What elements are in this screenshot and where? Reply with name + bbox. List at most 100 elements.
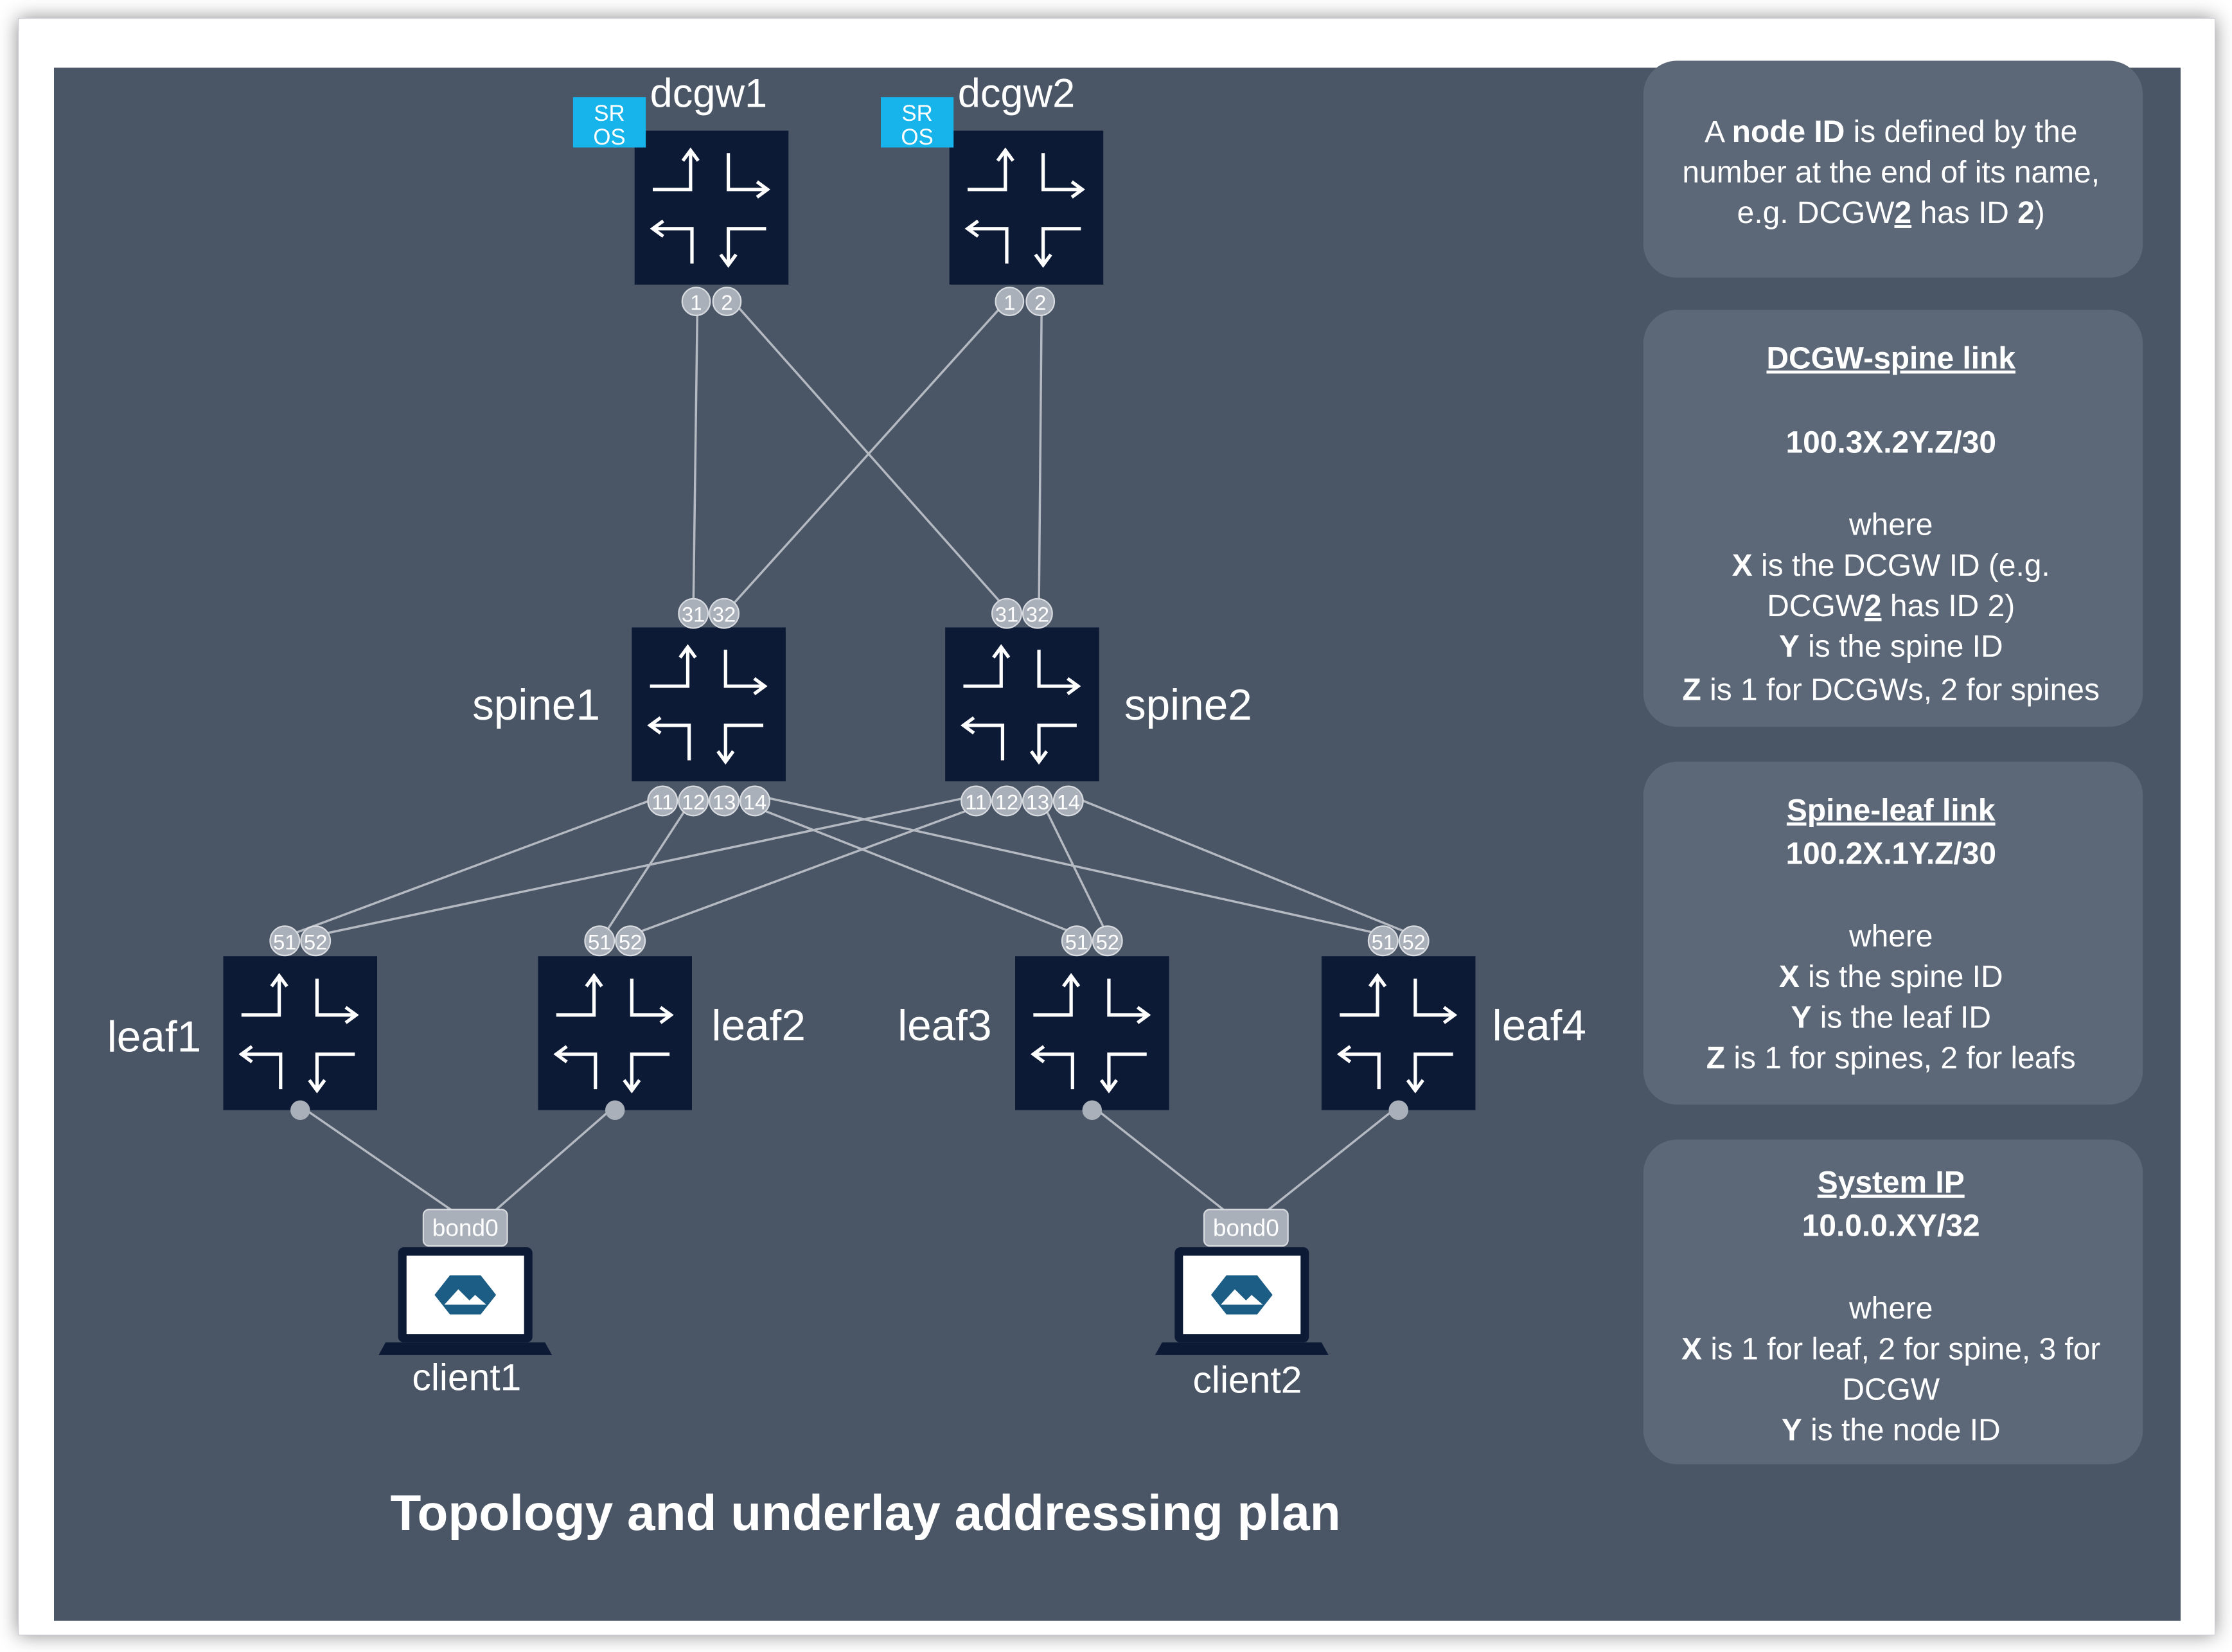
leaf3-node[interactable]: leaf3 51 52	[898, 925, 1169, 1120]
panel-spine-leaf-y: Y is the leaf ID	[1791, 1000, 1991, 1035]
port-1[interactable]	[995, 287, 1025, 316]
text-z: is 1 for DCGWs, 2 for spines	[1701, 673, 2100, 707]
port-32[interactable]	[709, 598, 740, 629]
port-label: 32	[713, 603, 736, 626]
uplink-port[interactable]	[1388, 1100, 1408, 1120]
port-2[interactable]	[1025, 287, 1056, 316]
panel-node-id-line3: e.g. DCGW2 has ID 2)	[1737, 196, 2045, 230]
port-label: 1	[1004, 290, 1015, 314]
link-leaf2-client1	[493, 1105, 616, 1212]
port-label: 13	[1026, 790, 1049, 814]
link-spine2-leaf2	[630, 794, 1009, 937]
leaf4-label: leaf4	[1492, 1002, 1586, 1050]
client2-node[interactable]: bond0 client2	[1155, 1209, 1329, 1401]
text-y: is the node ID	[1802, 1414, 2001, 1448]
bond0-label: bond0	[432, 1214, 499, 1241]
port-label: 32	[1026, 603, 1049, 626]
port-label: 51	[1065, 930, 1088, 954]
port-52[interactable]	[1398, 925, 1430, 957]
link-spine2-leaf3	[1038, 795, 1109, 936]
port-14[interactable]	[1052, 785, 1084, 817]
spine1-node[interactable]: spine1 31 32 11 12 13 14	[472, 598, 786, 817]
port-13[interactable]	[1022, 785, 1053, 817]
text-bold: 2	[1864, 589, 1882, 623]
port-label: 31	[682, 603, 705, 626]
panel-system-ip-subnet: 10.0.0.XY/32	[1802, 1209, 1980, 1243]
text-a: e.g. DCGW	[1737, 196, 1895, 230]
sr-os-badge	[572, 97, 646, 148]
text-a: DCGW	[1767, 589, 1864, 623]
uplink-port[interactable]	[605, 1100, 625, 1120]
var-z: Z	[1683, 673, 1701, 707]
spine2-box	[945, 627, 1099, 782]
port-52[interactable]	[615, 925, 646, 957]
port-13[interactable]	[709, 785, 740, 817]
dcgw1-node[interactable]: SR OS dcgw1 1 2	[572, 71, 789, 316]
port-52[interactable]	[1092, 925, 1123, 957]
uplink-port[interactable]	[290, 1100, 310, 1120]
port-label: 14	[1057, 790, 1080, 814]
port-2[interactable]	[712, 287, 742, 316]
port-12[interactable]	[678, 785, 709, 817]
port-label: 11	[965, 790, 987, 814]
topology-diagram: SR OS dcgw1 1 2 SR OS dcgw2 1 2 spine1 3…	[54, 60, 2181, 1621]
leaf4-box	[1321, 956, 1476, 1110]
panel-system-ip-where: where	[1848, 1292, 1933, 1326]
port-label: 12	[682, 790, 705, 814]
uplink-port[interactable]	[1082, 1100, 1103, 1120]
leaf1-label: leaf1	[107, 1013, 201, 1061]
port-label: 11	[651, 790, 673, 814]
link-leaf3-client2	[1091, 1105, 1226, 1212]
link-spine1-leaf1	[288, 794, 665, 937]
link-dcgw2-spine1	[729, 294, 1013, 609]
client1-node[interactable]: bond0 client1	[378, 1209, 553, 1398]
link-dcgw1-spine2	[726, 294, 1007, 609]
leaf4-node[interactable]: leaf4 51 52	[1321, 925, 1586, 1120]
leaf1-box	[223, 956, 378, 1110]
port-12[interactable]	[991, 785, 1022, 817]
port-31[interactable]	[678, 598, 709, 629]
dcgw2-node[interactable]: SR OS dcgw2 1 2	[880, 71, 1104, 316]
port-11[interactable]	[647, 785, 678, 817]
port-51[interactable]	[1367, 925, 1399, 957]
info-panels: A node ID is defined by the number at th…	[1643, 60, 2143, 1464]
port-52[interactable]	[300, 925, 332, 957]
port-14[interactable]	[740, 785, 770, 817]
leaf1-node[interactable]: leaf1 51 52	[107, 925, 378, 1120]
badge-line1: SR	[594, 101, 624, 126]
client1-label: client1	[412, 1356, 521, 1398]
link-spine1-leaf4	[756, 794, 1386, 937]
text-c: has ID	[1911, 196, 2017, 230]
port-31[interactable]	[991, 598, 1022, 629]
leaf3-label: leaf3	[898, 1002, 991, 1050]
panel-dcgw-spine-x: X is the DCGW ID (e.g.	[1732, 549, 2050, 583]
dcgw2-box	[949, 130, 1104, 285]
panel-system-ip	[1643, 1139, 2143, 1464]
port-label: 52	[1096, 930, 1119, 954]
port-51[interactable]	[1061, 925, 1092, 957]
panel-spine-leaf-heading: Spine-leaf link	[1787, 794, 1996, 828]
panel-dcgw-spine-where: where	[1848, 508, 1933, 542]
var-x: X	[1732, 549, 1753, 583]
panel-system-ip-x: X is 1 for leaf, 2 for spine, 3 for	[1681, 1332, 2100, 1366]
bond0-tag[interactable]	[1203, 1209, 1289, 1247]
var-y: Y	[1791, 1000, 1812, 1035]
panel-dcgw-spine-x2: DCGW2 has ID 2)	[1767, 589, 2015, 623]
panel-spine-leaf	[1643, 761, 2143, 1105]
link-dcgw2-spine2	[1038, 294, 1043, 608]
leaf2-node[interactable]: leaf2 51 52	[538, 925, 806, 1120]
var-z: Z	[1706, 1041, 1725, 1075]
port-32[interactable]	[1022, 598, 1053, 629]
spine2-node[interactable]: spine2 31 32 11 12 13 14	[945, 598, 1252, 817]
spine1-box	[632, 627, 786, 782]
badge-line1: SR	[901, 101, 932, 126]
panel-node-id	[1643, 60, 2143, 278]
var-x: X	[1681, 1332, 1702, 1366]
panel-spine-leaf-z: Z is 1 for spines, 2 for leafs	[1706, 1041, 2076, 1075]
port-51[interactable]	[269, 925, 301, 957]
port-51[interactable]	[584, 925, 616, 957]
port-11[interactable]	[961, 785, 992, 817]
port-label: 52	[1402, 930, 1425, 954]
port-1[interactable]	[681, 287, 711, 316]
bond0-tag[interactable]	[422, 1209, 508, 1247]
